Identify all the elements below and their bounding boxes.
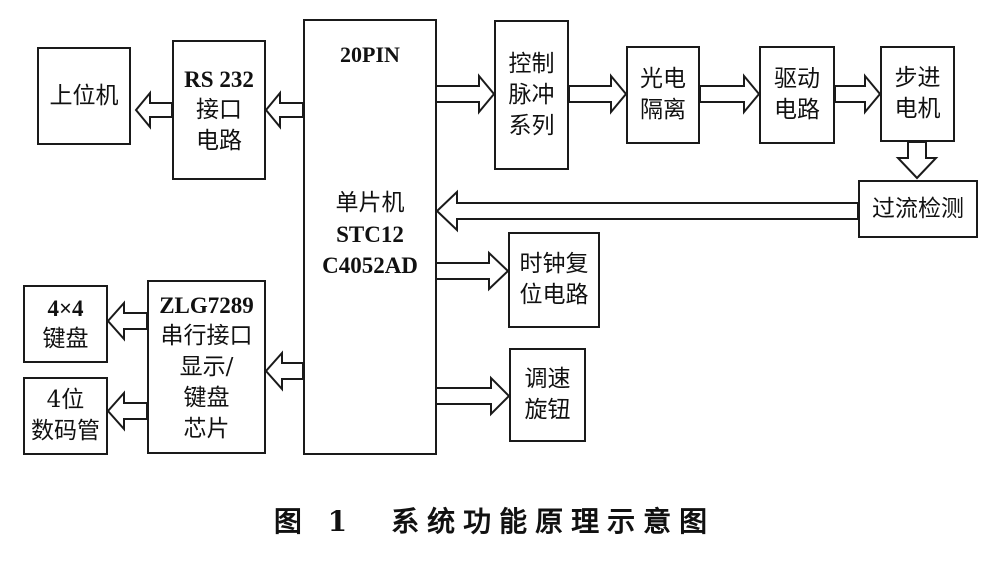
arrow-mcu-to-clock <box>435 250 510 292</box>
digits-label-line1: 4位 <box>46 387 85 413</box>
overcurrent-label: 过流检测 <box>872 195 964 222</box>
arrow-zlg-to-keypad <box>106 300 148 342</box>
zlg-label-line2: 串行接口 <box>160 322 253 349</box>
driver-circuit-box: 驱动 电路 <box>759 46 835 144</box>
arrow-mcu-to-pulse <box>435 73 496 115</box>
mcu-pin-label: 20PIN <box>340 42 400 67</box>
pulse-control-box: 控制 脉冲 系列 <box>494 20 569 170</box>
pulse-label-line1: 控制 <box>508 50 555 77</box>
zlg-label-line4: 键盘 <box>183 384 230 411</box>
clock-label-line1: 时钟复 <box>519 251 589 277</box>
rs232-label-line2: 接口 <box>196 96 242 123</box>
keypad-label-line1: 4×4 <box>47 296 84 321</box>
arrow-mcu-to-knob <box>435 375 511 417</box>
opto-label-line1: 光电 <box>640 66 686 92</box>
arrow-mcu-to-zlg <box>264 350 304 392</box>
motor-label-line1: 步进 <box>894 65 941 91</box>
digits-label-line2: 数码管 <box>31 418 100 444</box>
zlg-label-line1: ZLG7289 <box>159 292 254 318</box>
knob-label-line1: 调速 <box>524 366 571 392</box>
overcurrent-detect-box: 过流检测 <box>858 180 978 238</box>
arrow-driver-to-motor <box>834 73 882 115</box>
arrow-mcu-to-rs232 <box>264 90 304 130</box>
rs232-interface-box: RS 232 接口 电路 <box>172 40 266 180</box>
mcu-label-line2: STC12 <box>336 222 404 247</box>
knob-label-line2: 旋钮 <box>524 397 571 423</box>
mcu-box: 20PIN 单片机 STC12 C4052AD <box>303 19 437 455</box>
speed-knob-box: 调速 旋钮 <box>509 348 586 442</box>
arrow-opto-to-driver <box>699 73 761 115</box>
opto-isolation-box: 光电 隔离 <box>626 46 700 144</box>
host-computer-label: 上位机 <box>49 82 119 109</box>
mcu-label-line3: C4052AD <box>322 253 418 278</box>
arrow-overcurrent-to-mcu <box>435 189 859 233</box>
mcu-label-line1: 单片机 <box>335 190 405 216</box>
pulse-label-line3: 系列 <box>508 112 555 139</box>
driver-label-line2: 电路 <box>774 97 820 123</box>
figure-caption: 图 1 系统功能原理示意图 <box>273 505 716 538</box>
arrow-pulse-to-opto <box>568 73 628 115</box>
digit-display-box: 4位 数码管 <box>23 377 108 455</box>
opto-label-line2: 隔离 <box>640 97 686 123</box>
host-computer-box: 上位机 <box>37 47 131 145</box>
keypad-box: 4×4 键盘 <box>23 285 108 363</box>
zlg-label-line3: 显示/ <box>179 353 234 380</box>
arrow-zlg-to-digits <box>106 390 148 432</box>
arrow-rs232-to-host <box>134 90 173 130</box>
rs232-label-line1: RS 232 <box>184 66 254 92</box>
zlg7289-chip-box: ZLG7289 串行接口 显示/ 键盘 芯片 <box>147 280 266 454</box>
driver-label-line1: 驱动 <box>774 66 820 92</box>
motor-label-line2: 电机 <box>894 96 941 122</box>
clock-reset-box: 时钟复 位电路 <box>508 232 600 328</box>
stepper-motor-box: 步进 电机 <box>880 46 955 142</box>
rs232-label-line3: 电路 <box>196 127 242 154</box>
keypad-label-line2: 键盘 <box>42 326 89 352</box>
clock-label-line2: 位电路 <box>519 282 589 308</box>
arrow-motor-to-overcurrent <box>895 141 939 180</box>
pulse-label-line2: 脉冲 <box>508 81 555 108</box>
zlg-label-line5: 芯片 <box>183 415 230 442</box>
